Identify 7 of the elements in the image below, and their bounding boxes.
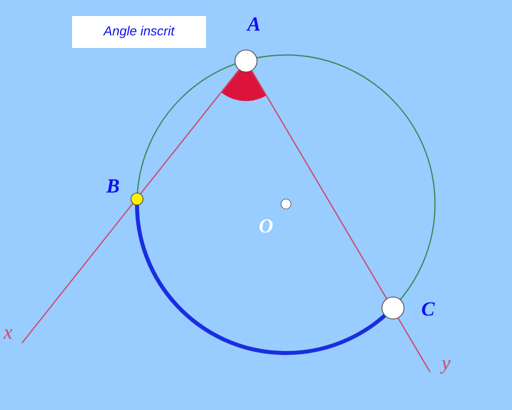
point-label: A xyxy=(246,17,260,31)
title-box: Angle inscrit xyxy=(72,16,206,48)
point-label: B xyxy=(106,179,119,193)
point-label: O xyxy=(260,219,273,233)
point-label: C xyxy=(422,302,435,316)
point-label: y xyxy=(440,360,450,374)
point-label: x xyxy=(3,329,12,339)
